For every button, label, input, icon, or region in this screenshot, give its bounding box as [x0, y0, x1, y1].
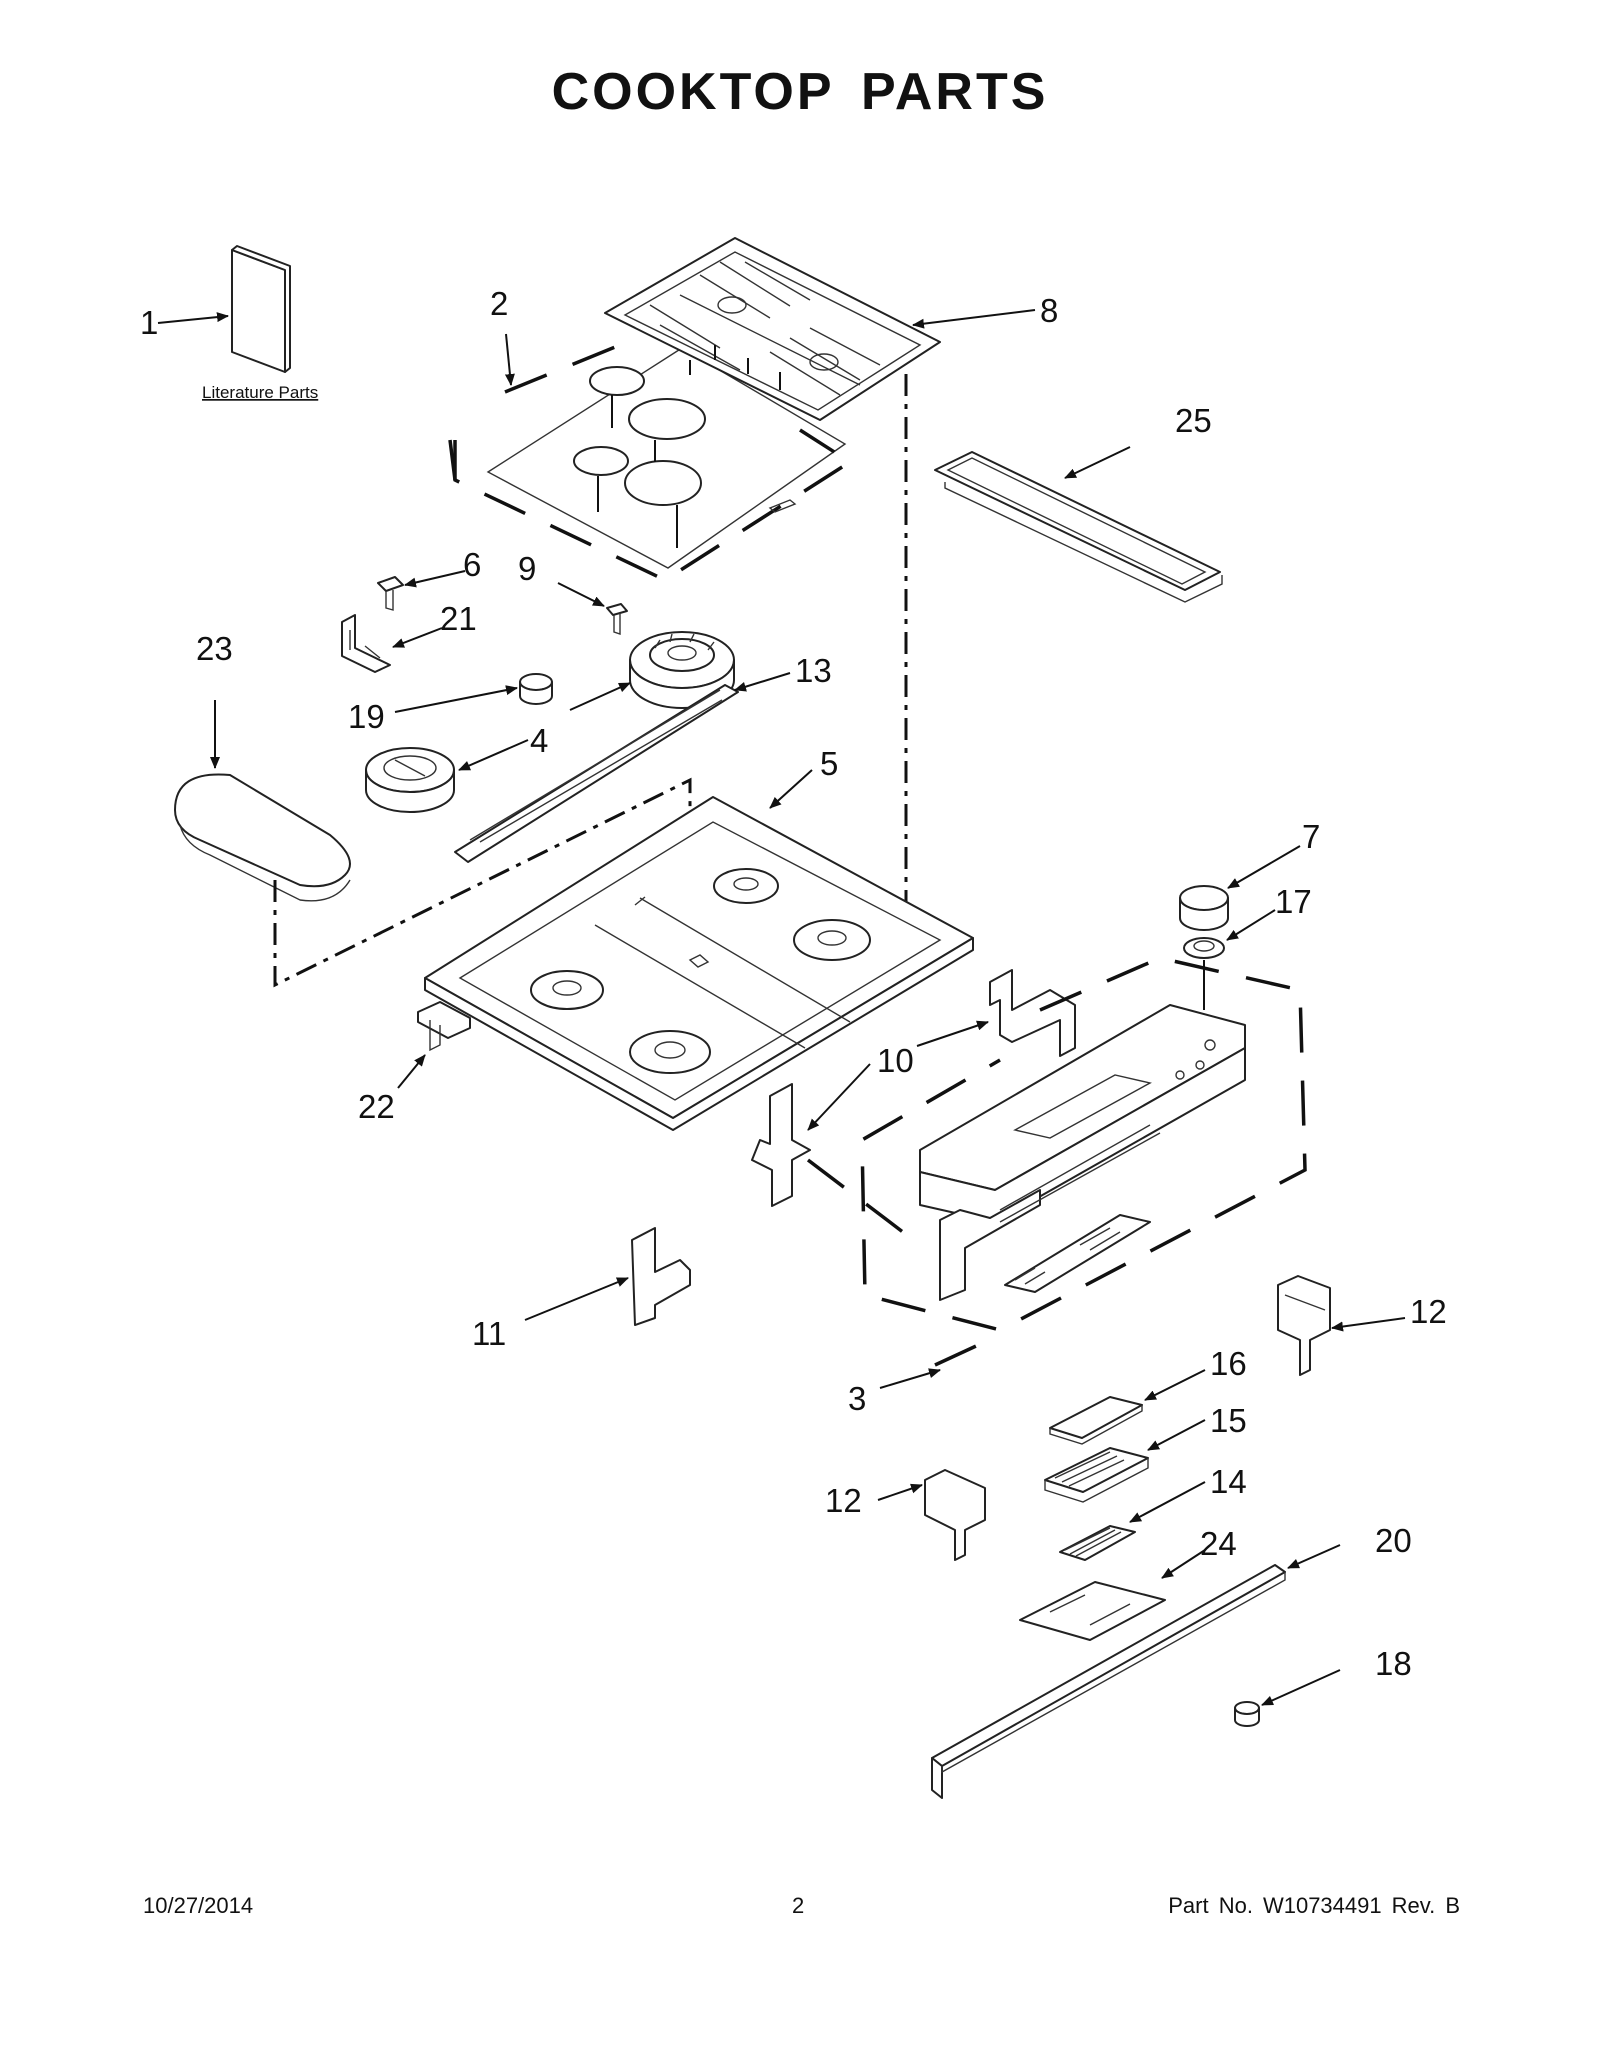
part-1-literature-booklet	[157, 245, 291, 373]
callout-12-left: 12	[825, 1482, 862, 1519]
callout-4: 4	[530, 722, 548, 759]
callout-25: 25	[1175, 402, 1212, 439]
part-16-panel-piece	[1049, 1369, 1206, 1445]
part-20-trim-strip	[931, 1544, 1341, 1799]
part-12-endcap-left	[877, 1469, 986, 1561]
part-12-endcap-right	[1277, 1275, 1406, 1376]
part-label: Part No.	[1168, 1893, 1253, 1918]
part-6-screw	[377, 570, 466, 611]
callout-14: 14	[1210, 1463, 1247, 1500]
part-22-bracket	[397, 1001, 471, 1089]
callout-10: 10	[877, 1042, 914, 1079]
part-15-keypad-housing	[1044, 1419, 1206, 1503]
part-18-knob	[1234, 1669, 1341, 1727]
footer-date: 10/27/2014	[143, 1893, 254, 1918]
page-title: COOKTOP PARTS	[551, 63, 1049, 121]
part-2-glass-top	[448, 333, 854, 582]
callout-8: 8	[1040, 292, 1058, 329]
part-7-knob	[1179, 845, 1301, 931]
callout-22: 22	[358, 1088, 395, 1125]
callout-2: 2	[490, 285, 508, 322]
callout-6: 6	[463, 546, 481, 583]
footer-part-number: Part No. W10734491 Rev. B	[1168, 1893, 1460, 1919]
part-14-control-board	[1059, 1481, 1206, 1561]
callout-19: 19	[348, 698, 385, 735]
part-5-cooktop-panel	[424, 769, 974, 1131]
part-13-rail	[454, 672, 791, 863]
callout-21: 21	[440, 600, 477, 637]
part-17-bezel	[1183, 909, 1276, 1010]
literature-parts-label: Literature Parts	[202, 383, 318, 402]
callout-20: 20	[1375, 1522, 1412, 1559]
callout-5: 5	[820, 745, 838, 782]
part-11-bracket	[524, 1227, 691, 1326]
callout-17: 17	[1275, 883, 1312, 920]
part-10-bracket-lower	[751, 1063, 871, 1207]
part-21-bracket	[341, 614, 443, 673]
callout-12-right: 12	[1410, 1293, 1447, 1330]
part-19-cap	[394, 673, 553, 713]
callout-7: 7	[1302, 818, 1320, 855]
part-25-griddle	[934, 446, 1223, 603]
part-24-plate	[1019, 1549, 1206, 1641]
part-23-trim	[174, 700, 351, 902]
part-9-screw	[557, 582, 628, 635]
part-3-control-panel	[806, 956, 1307, 1389]
callout-3: 3	[848, 1380, 866, 1417]
callout-24: 24	[1200, 1525, 1237, 1562]
part-number: W10734491	[1262, 1893, 1382, 1918]
callout-11: 11	[472, 1315, 506, 1352]
callout-15: 15	[1210, 1402, 1247, 1439]
part-4-burner	[365, 739, 529, 813]
callout-13: 13	[795, 652, 832, 689]
callout-16: 16	[1210, 1345, 1247, 1382]
callout-18: 18	[1375, 1645, 1412, 1682]
callout-23: 23	[196, 630, 233, 667]
callout-9: 9	[518, 550, 536, 587]
part-8-grates	[604, 237, 1036, 421]
callout-1: 1	[140, 304, 158, 341]
leader-4-upper	[569, 682, 631, 711]
part-10-bracket-upper	[916, 969, 1076, 1057]
revision: Rev. B	[1391, 1893, 1460, 1918]
footer-page-number: 2	[792, 1893, 805, 1918]
